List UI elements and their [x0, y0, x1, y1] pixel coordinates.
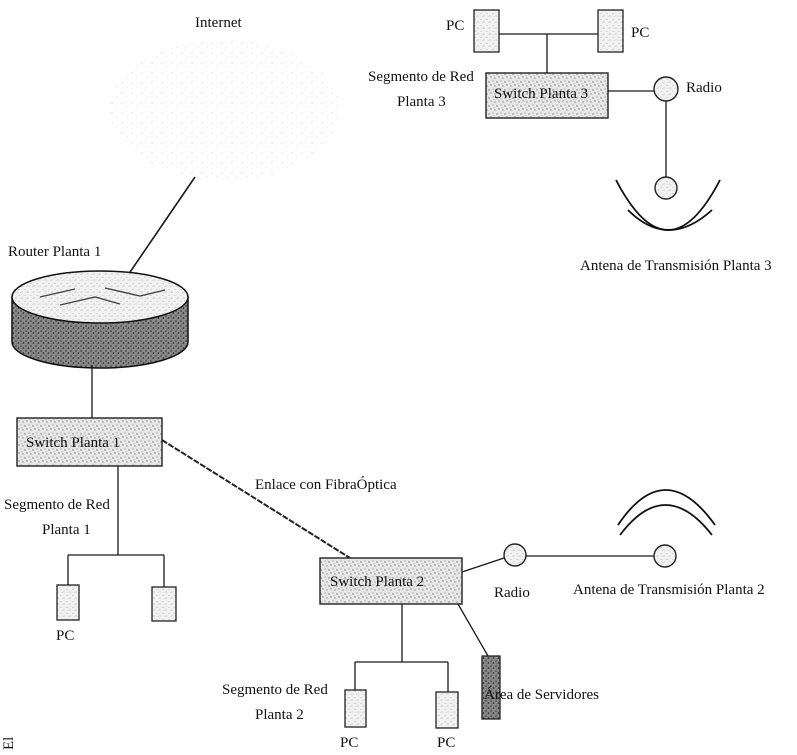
pc-planta-2-a-label: PC	[340, 735, 358, 751]
switch-planta-2-label: Switch Planta 2	[330, 574, 424, 590]
segmento-planta-2-label-line1: Segmento de Red	[222, 682, 328, 698]
radio-planta-3-icon	[654, 77, 678, 101]
segmento-planta-2-wiring	[355, 604, 448, 692]
router-icon	[12, 271, 188, 368]
switch-planta-1-label: Switch Planta 1	[26, 435, 120, 451]
pc-planta-2-b-label: PC	[437, 735, 455, 751]
pc-planta-3-b-icon	[598, 10, 623, 52]
pc-planta-3-a-label: PC	[446, 18, 464, 34]
switch-planta-2: Switch Planta 2	[320, 558, 462, 604]
switch2-servers-link	[458, 604, 488, 656]
radio-planta-3-label: Radio	[686, 80, 722, 96]
switch-planta-1: Switch Planta 1	[17, 418, 162, 466]
segmento-planta-2-label-line2: Planta 2	[255, 707, 304, 723]
internet-label: Internet	[195, 15, 242, 31]
area-servidores-label: Área de Servidores	[484, 686, 599, 703]
router-planta-1-label: Router Planta 1	[8, 244, 101, 260]
pc-planta-1-b-icon	[152, 587, 176, 621]
radio-planta-2-icon	[504, 544, 526, 566]
pc-planta-1-a-icon	[57, 585, 79, 620]
antena-planta-3-label: Antena de Transmisión Planta 3	[580, 258, 772, 274]
segmento-planta-3-wiring	[499, 34, 598, 73]
enlace-fibra-label: Enlace con FibraÓptica	[255, 476, 397, 493]
radio-planta-2-label: Radio	[494, 585, 530, 601]
pc-planta-2-b-icon	[436, 692, 458, 728]
internet-cloud-icon	[110, 40, 340, 180]
internet-router-link	[126, 177, 195, 278]
segmento-planta-3-label-line2: Planta 3	[397, 94, 446, 110]
segmento-planta-1-label-line2: Planta 1	[42, 522, 91, 538]
pc-planta-1-label: PC	[56, 628, 74, 644]
segmento-planta-1-label-line1: Segmento de Red	[4, 497, 110, 513]
margin-mark: El	[1, 737, 17, 750]
switch2-radio-link	[462, 558, 504, 572]
segmento-planta-3-label-line1: Segmento de Red	[368, 69, 474, 85]
switch-planta-3: Switch Planta 3	[486, 73, 608, 118]
antena-planta-3-icon	[616, 177, 720, 230]
pc-planta-2-a-icon	[345, 690, 366, 727]
antena-planta-2-label: Antena de Transmisión Planta 2	[573, 582, 765, 598]
pc-planta-3-b-label: PC	[631, 25, 649, 41]
pc-planta-3-a-icon	[474, 10, 499, 52]
switch-planta-3-label: Switch Planta 3	[494, 86, 588, 102]
fiber-optic-link	[162, 440, 350, 558]
